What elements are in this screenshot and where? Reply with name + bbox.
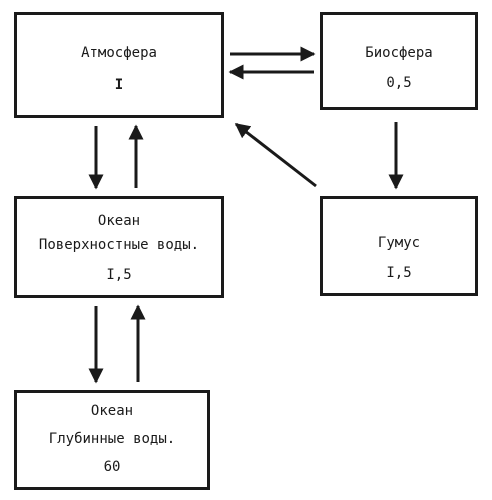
ocean-surface-value: I,5	[106, 267, 132, 283]
atmosphere-value: I	[114, 77, 124, 93]
atmosphere-label: Атмосфера	[81, 45, 157, 61]
humus-value: I,5	[386, 265, 412, 281]
ocean-deep-box: Океан Глубинные воды. 60	[14, 390, 210, 490]
ocean-surface-subtitle: Поверхностные воды.	[38, 237, 200, 253]
biosphere-label: Биосфера	[365, 45, 433, 61]
ocean-deep-subtitle: Глубинные воды.	[48, 431, 176, 447]
biosphere-value: 0,5	[386, 75, 412, 91]
humus-box: Гумус I,5	[320, 196, 478, 296]
ocean-deep-value: 60	[103, 459, 121, 475]
arrow-humus-to-atmosphere	[234, 122, 317, 188]
ocean-deep-label: Океан	[90, 403, 134, 419]
humus-label: Гумус	[377, 235, 421, 251]
biosphere-box: Биосфера 0,5	[320, 12, 478, 110]
atmosphere-box: Атмосфера I	[14, 12, 224, 118]
ocean-surface-box: Океан Поверхностные воды. I,5	[14, 196, 224, 298]
ocean-surface-label: Океан	[97, 213, 141, 229]
